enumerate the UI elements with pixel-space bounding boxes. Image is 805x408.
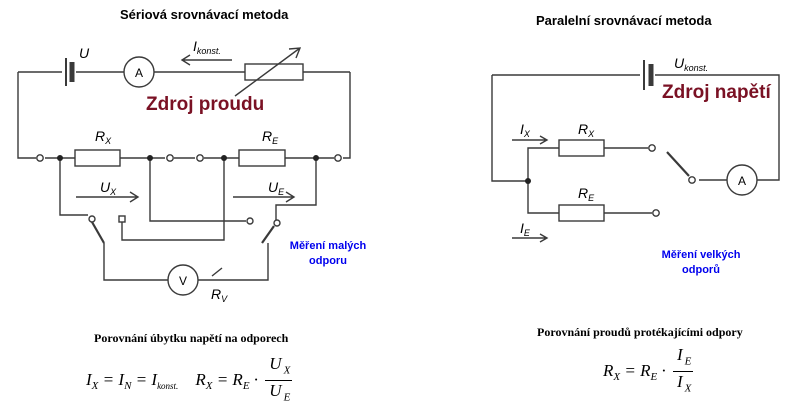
parallel-switch-contact bbox=[688, 176, 696, 184]
series-switch-blade-left bbox=[91, 221, 105, 244]
series-tap-x1 bbox=[59, 158, 88, 216]
series-battery-label: U bbox=[79, 45, 90, 61]
series-switch-contact bbox=[246, 217, 254, 225]
parallel-resistor-rx bbox=[558, 139, 605, 157]
series-switch-contact bbox=[118, 215, 126, 223]
series-ux-label: UX bbox=[100, 179, 117, 197]
parallel-method-title: Paralelní srovnávací metoda bbox=[536, 13, 712, 28]
series-resistor-rx bbox=[74, 149, 121, 167]
series-re-label: RE bbox=[262, 128, 279, 146]
parallel-top-wire bbox=[492, 74, 780, 181]
series-variable-resistor bbox=[244, 63, 304, 81]
parallel-source-label: Zdroj napětí bbox=[662, 82, 771, 103]
series-junction-dot bbox=[147, 155, 153, 161]
parallel-caption: Porovnání proudů protékajícími odpory bbox=[537, 325, 743, 339]
series-switch-contact bbox=[273, 219, 281, 227]
series-voltmeter-wire bbox=[103, 243, 269, 281]
parallel-rx-label: RX bbox=[578, 121, 595, 139]
parallel-battery-label: Ukonst. bbox=[674, 55, 708, 73]
series-terminal bbox=[334, 154, 342, 162]
series-junction-dot bbox=[221, 155, 227, 161]
parallel-resistor-re bbox=[558, 204, 605, 222]
series-current-label: Ikonst. bbox=[193, 38, 221, 56]
series-current-arrow bbox=[180, 54, 232, 66]
series-terminal bbox=[36, 154, 44, 162]
series-switch-blade-right bbox=[261, 225, 275, 244]
parallel-note-line: odporů bbox=[682, 264, 720, 276]
series-rv-label: RV bbox=[211, 286, 228, 304]
series-junction-dot bbox=[57, 155, 63, 161]
parallel-terminal bbox=[652, 209, 660, 217]
parallel-junction-dot bbox=[525, 178, 531, 184]
series-tap-e1 bbox=[121, 158, 225, 241]
series-caption: Porovnání úbytku napětí na odporech bbox=[94, 331, 289, 345]
parallel-left-wire bbox=[491, 75, 528, 182]
series-terminal bbox=[166, 154, 174, 162]
series-note-line: odporu bbox=[309, 255, 347, 267]
series-voltmeter bbox=[167, 264, 199, 296]
series-variable-arrow bbox=[234, 47, 302, 97]
series-note-line: Měření malých bbox=[289, 240, 367, 252]
series-tap-e2 bbox=[275, 158, 317, 220]
series-ue-label: UE bbox=[268, 179, 285, 197]
parallel-note-line: Měření velkých bbox=[661, 249, 741, 261]
series-ux-arrow bbox=[76, 191, 140, 203]
series-ammeter-label: A bbox=[135, 66, 143, 80]
series-left-wire bbox=[17, 72, 36, 159]
series-ue-arrow bbox=[233, 191, 296, 203]
parallel-branch-x bbox=[527, 147, 648, 181]
parallel-branch-e bbox=[527, 181, 652, 214]
series-switch-contact bbox=[88, 215, 96, 223]
parallel-ammeter-label: A bbox=[738, 174, 746, 188]
series-junction-dot bbox=[313, 155, 319, 161]
parallel-ix-arrow bbox=[512, 135, 549, 145]
parallel-method-note: Měření velkých odporů bbox=[656, 248, 746, 278]
series-terminal bbox=[196, 154, 204, 162]
series-rv-marker bbox=[211, 267, 223, 277]
parallel-circuit bbox=[491, 60, 780, 243]
series-rx-label: RX bbox=[95, 128, 112, 146]
parallel-switch-blade bbox=[666, 151, 690, 177]
series-method-note: Měření malých odporu bbox=[286, 239, 370, 269]
parallel-ie-arrow bbox=[512, 233, 549, 243]
series-resistor-re bbox=[238, 149, 286, 167]
series-ammeter bbox=[123, 56, 155, 88]
parallel-ie-label: IE bbox=[520, 220, 531, 238]
series-voltmeter-label: V bbox=[179, 274, 187, 288]
parallel-ix-label: IX bbox=[520, 121, 531, 139]
series-source-label: Zdroj proudu bbox=[146, 94, 265, 115]
parallel-re-label: RE bbox=[578, 185, 595, 203]
parallel-terminal bbox=[648, 144, 656, 152]
series-method-title: Sériová srovnávací metoda bbox=[120, 7, 289, 22]
series-tap-x2 bbox=[149, 158, 246, 222]
series-right-wire bbox=[343, 72, 351, 159]
